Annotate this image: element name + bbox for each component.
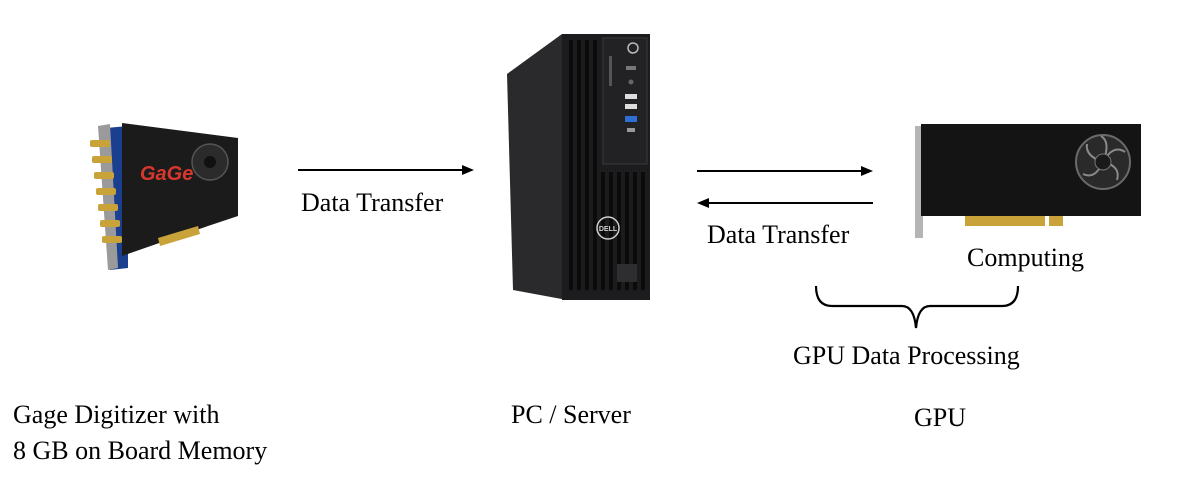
usb-port-icon	[625, 104, 637, 109]
gpu-bracket	[915, 126, 923, 238]
digitizer-sma-connectors	[90, 140, 122, 243]
data-transfer-arrow-from-gpu	[697, 198, 873, 208]
digitizer-caption-line2: 8 GB on Board Memory	[13, 436, 268, 465]
audio-jack-icon	[628, 79, 634, 85]
pc-side-panel	[507, 34, 567, 300]
gage-logo: GaGe	[140, 163, 193, 185]
optical-slot	[609, 56, 612, 86]
data-transfer-label-1: Data Transfer	[301, 188, 444, 217]
usb3-port-icon	[625, 116, 637, 122]
dell-logo-text: DELL	[599, 226, 618, 233]
gage-digitizer-image: GaGe	[90, 123, 238, 270]
digitizer-caption-line1: Gage Digitizer with	[13, 400, 220, 429]
dell-logo	[596, 216, 620, 240]
pc-server-image: DELL	[507, 34, 650, 300]
gpu-image	[915, 124, 1141, 238]
gpu-computing-label: Computing	[967, 243, 1085, 272]
digitizer-edge-connector	[158, 226, 200, 246]
gpu-pcie-connector	[965, 216, 1045, 226]
data-transfer-arrow-to-gpu	[697, 166, 873, 176]
data-transfer-label-2: Data Transfer	[707, 220, 850, 249]
usb-port-icon	[625, 94, 637, 99]
pc-handle	[617, 264, 637, 282]
gpu-data-processing-label: GPU Data Processing	[793, 341, 1020, 370]
card-reader-slot	[626, 66, 636, 70]
usb-c-port-icon	[627, 128, 635, 132]
gpu-caption: GPU	[914, 403, 967, 432]
gpu-processing-brace	[814, 285, 1020, 329]
power-button-icon	[627, 42, 639, 54]
data-transfer-arrow-1	[298, 165, 474, 175]
pc-server-caption: PC / Server	[511, 400, 631, 429]
